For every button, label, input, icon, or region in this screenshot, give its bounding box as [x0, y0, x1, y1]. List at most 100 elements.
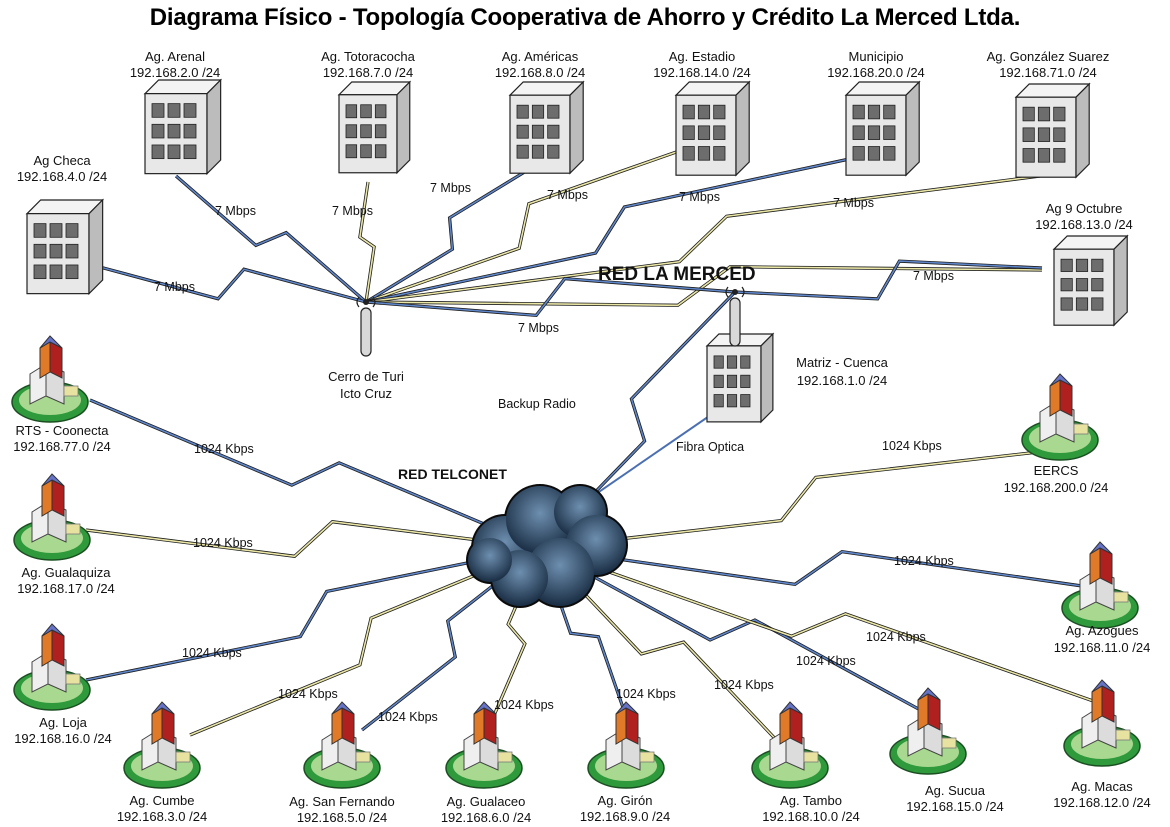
building-window — [516, 104, 529, 119]
building-window — [360, 104, 372, 119]
antenna-waves — [725, 286, 745, 298]
telconet-link-core — [540, 547, 925, 713]
site-name: Ag. Américas — [501, 49, 579, 64]
site-bandwidth: 1024 Kbps — [866, 630, 926, 644]
antenna-mast — [360, 307, 372, 357]
antenna-tip — [363, 299, 369, 305]
building-icon — [25, 198, 105, 296]
site-bandwidth: 7 Mbps — [679, 190, 720, 204]
agency-annex — [63, 385, 79, 397]
building-side — [905, 80, 920, 177]
turi-matriz-link-core — [365, 277, 736, 317]
site-bandwidth: 1024 Kbps — [714, 678, 774, 692]
site-ip: 192.168.4.0 /24 — [16, 169, 108, 184]
building-side — [760, 332, 774, 424]
building-window — [33, 223, 47, 238]
radio-link-core — [365, 265, 1043, 307]
building-window — [49, 223, 63, 238]
agency-annex — [1115, 729, 1131, 741]
antenna-mast — [729, 297, 741, 347]
building-window — [345, 124, 358, 139]
building-window — [151, 103, 165, 118]
site-ip: 192.168.5.0 /24 — [296, 810, 388, 825]
site-bandwidth: 7 Mbps — [833, 196, 874, 210]
building-window — [852, 125, 865, 140]
site-bandwidth: 7 Mbps — [154, 280, 195, 294]
building-window — [1060, 297, 1073, 311]
building-side — [396, 80, 411, 175]
building-side — [1113, 234, 1128, 327]
matriz-ip: 192.168.1.0 /24 — [796, 373, 888, 388]
agency-roof — [41, 623, 65, 637]
building-side — [88, 198, 104, 296]
building-window — [682, 125, 695, 140]
agency-roof — [1049, 373, 1073, 387]
building-window — [49, 264, 63, 280]
site-bandwidth: 1024 Kbps — [796, 654, 856, 668]
agency-icon — [13, 623, 91, 711]
agency-icon — [123, 701, 201, 789]
telconet-cloud-icon — [466, 484, 628, 608]
building-window — [374, 144, 387, 159]
matriz-building-icon — [705, 332, 775, 424]
site-name: Ag. Totoracocha — [321, 49, 415, 64]
building-window — [1053, 127, 1066, 142]
building-icon — [1052, 234, 1129, 327]
building-window — [682, 104, 695, 120]
site-ip: 192.168.6.0 /24 — [440, 810, 532, 825]
building-window — [183, 123, 197, 139]
building-window — [167, 123, 181, 139]
site-bandwidth: 7 Mbps — [332, 204, 373, 218]
site-name: Ag. San Fernando — [289, 794, 395, 809]
building-window — [713, 125, 726, 140]
building-window — [713, 355, 724, 369]
site-name: Ag. Sucua — [925, 783, 985, 798]
building-window — [151, 123, 165, 139]
building-window — [740, 374, 751, 388]
site-ip: 192.168.8.0 /24 — [494, 65, 586, 80]
building-window — [697, 104, 711, 120]
radio-link-core — [365, 157, 855, 303]
building-window — [547, 124, 560, 139]
site-name: RTS - Coonecta — [15, 423, 109, 438]
agency-roof — [1089, 541, 1113, 555]
site-bandwidth: 1024 Kbps — [378, 710, 438, 724]
site-bandwidth: 1024 Kbps — [193, 536, 253, 550]
building-window — [547, 104, 560, 119]
building-window — [151, 144, 165, 160]
agency-icon — [587, 701, 665, 789]
antenna-waves — [356, 296, 376, 308]
building-window — [867, 146, 881, 161]
site-ip: 192.168.16.0 /24 — [14, 731, 112, 746]
building-window — [516, 124, 529, 139]
building-window — [1022, 106, 1035, 122]
building-window — [345, 144, 358, 159]
telconet-link-core — [85, 547, 542, 681]
site-ip: 192.168.14.0 /24 — [653, 65, 751, 80]
site-ip: 192.168.77.0 /24 — [13, 439, 111, 454]
building-window — [726, 355, 738, 369]
building-window — [65, 243, 79, 259]
radio-link-core — [365, 164, 537, 303]
building-window — [867, 125, 881, 140]
building-window — [65, 264, 79, 280]
building-window — [883, 104, 896, 120]
network-label-telconet: RED TELCONET — [398, 466, 507, 482]
agency-annex — [941, 737, 957, 749]
site-name: Ag. Tambo — [780, 793, 842, 808]
site-name: Municipio — [848, 49, 904, 64]
site-bandwidth: 7 Mbps — [430, 181, 471, 195]
site-ip: 192.168.20.0 /24 — [827, 65, 925, 80]
agency-icon — [889, 687, 967, 775]
building-window — [547, 144, 560, 159]
agency-roof — [151, 701, 175, 715]
building-icon — [1014, 82, 1091, 179]
building-window — [33, 243, 47, 259]
agency-roof — [41, 473, 65, 487]
site-bandwidth: 7 Mbps — [547, 188, 588, 202]
building-window — [1091, 258, 1104, 272]
building-window — [360, 144, 372, 159]
agency-annex — [65, 523, 81, 535]
site-ip: 192.168.13.0 /24 — [1035, 217, 1133, 232]
building-window — [726, 394, 738, 408]
